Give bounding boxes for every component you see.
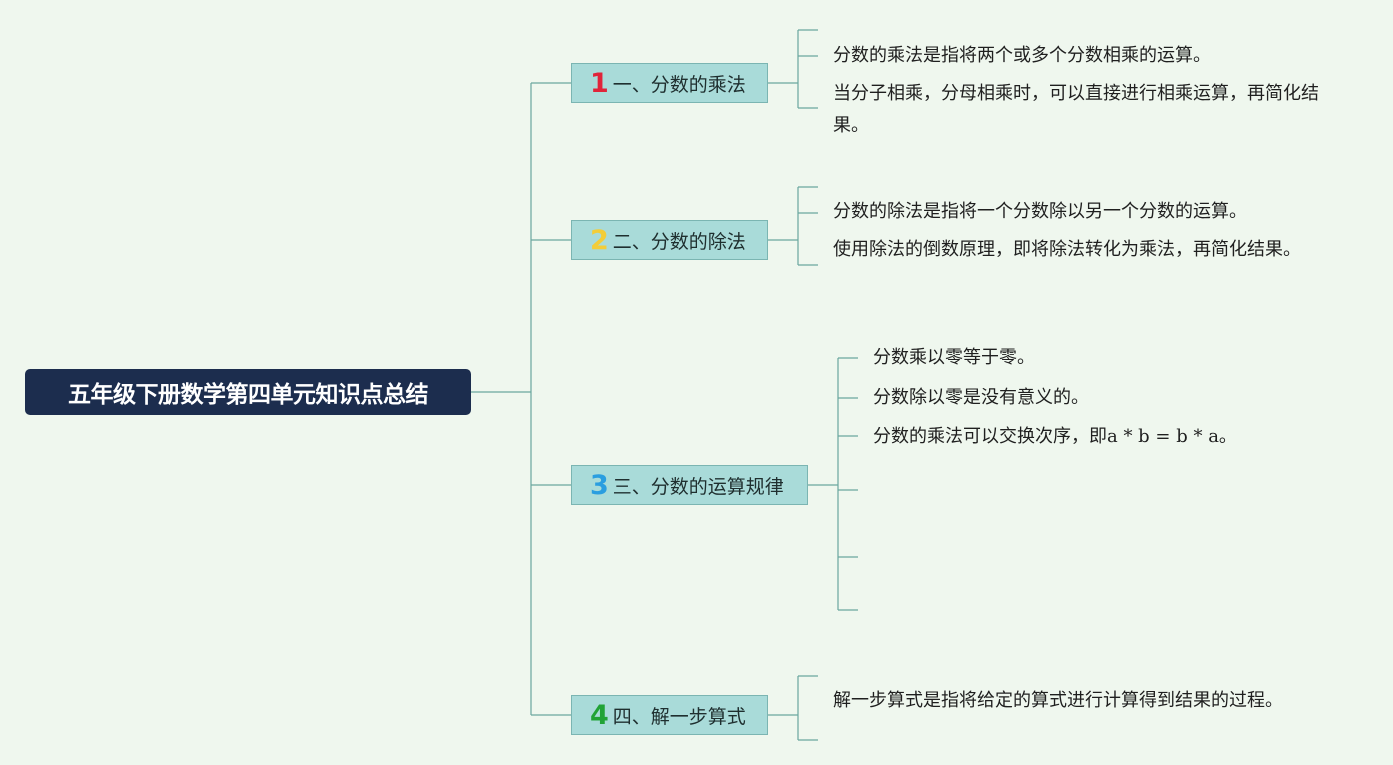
- topic-1-item-1[interactable]: 分数的乘法是指将两个或多个分数相乘的运算。: [833, 45, 1211, 66]
- topic-4-label: 四、解一步算式: [612, 705, 746, 728]
- topic-1-number: 1: [590, 67, 609, 99]
- connector-bracket-2: [768, 186, 818, 266]
- topic-3-label: 三、分数的运算规律: [612, 475, 784, 498]
- topic-2-node[interactable]: 2 二、分数的除法: [571, 220, 768, 260]
- root-label: 五年级下册数学第四单元知识点总结: [68, 382, 429, 408]
- topic-3-item-3[interactable]: 分数的乘法可以交换次序，即a * b = b * a。: [873, 421, 1237, 453]
- topic-4-item-1[interactable]: 解一步算式是指将给定的算式进行计算得到结果的过程。: [833, 690, 1283, 711]
- topic-3-node[interactable]: 3 三、分数的运算规律: [571, 465, 808, 505]
- connector-bracket-3: [808, 357, 858, 611]
- connector-bracket-4: [768, 675, 818, 741]
- topic-3-number: 3: [590, 469, 609, 501]
- topic-4-node[interactable]: 4 四、解一步算式: [571, 695, 768, 735]
- topic-1-item-2[interactable]: 当分子相乘，分母相乘时，可以直接进行相乘运算，再简化结果。: [833, 83, 1319, 136]
- topic-3-item-1[interactable]: 分数乘以零等于零。: [873, 347, 1035, 368]
- topic-3-item-2[interactable]: 分数除以零是没有意义的。: [873, 387, 1089, 408]
- topic-1-label: 一、分数的乘法: [612, 73, 746, 96]
- topic-3-item-3-formula: a * b = b * a: [1107, 426, 1219, 447]
- topic-2-item-2[interactable]: 使用除法的倒数原理，即将除法转化为乘法，再简化结果。: [833, 239, 1301, 260]
- connector-bracket-1: [768, 29, 818, 109]
- topic-3-item-3-end: 。: [1218, 426, 1237, 447]
- root-node[interactable]: 五年级下册数学第四单元知识点总结: [25, 369, 471, 415]
- topic-2-item-1[interactable]: 分数的除法是指将一个分数除以另一个分数的运算。: [833, 201, 1247, 222]
- topic-1-node[interactable]: 1 一、分数的乘法: [571, 63, 768, 103]
- topic-3-item-3-text: 分数的乘法可以交换次序，即: [873, 426, 1107, 447]
- topic-2-label: 二、分数的除法: [612, 230, 746, 253]
- topic-4-number: 4: [590, 699, 609, 731]
- topic-2-number: 2: [590, 224, 609, 256]
